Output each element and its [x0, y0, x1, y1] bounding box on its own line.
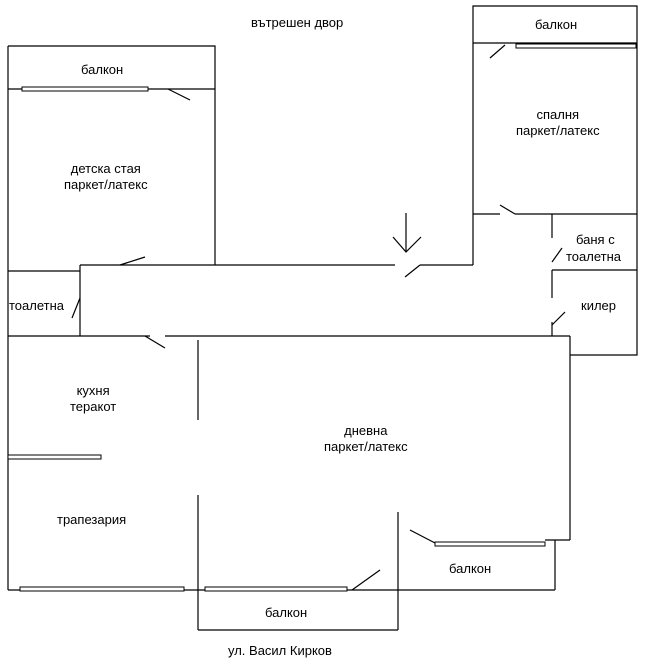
kids-room-floor: паркет/латекс — [64, 177, 148, 192]
walls — [8, 6, 637, 630]
kitchen-floor: теракот — [70, 399, 117, 414]
balcony-top-right-label: балкон — [535, 17, 578, 32]
bathroom-label: баня с тоалетна — [566, 231, 621, 265]
entrance-arrow — [393, 213, 421, 252]
courtyard-label: вътрешен двор — [251, 15, 344, 30]
bedroom-floor: паркет/латекс — [516, 123, 600, 138]
storage-label: килер — [581, 298, 616, 313]
windows — [8, 44, 636, 591]
street-label: ул. Васил Кирков — [228, 643, 332, 658]
living-room-name: дневна — [344, 423, 388, 438]
balcony-bottom-center-label: балкон — [265, 605, 308, 620]
bathroom-name-line1: баня с — [576, 232, 615, 247]
kids-room-name: детска стая — [70, 161, 141, 176]
kitchen-label: кухня теракот — [70, 383, 116, 415]
kitchen-name: кухня — [76, 383, 110, 398]
balcony-bottom-right-label: балкон — [449, 561, 492, 576]
dining-label: трапезария — [57, 512, 127, 527]
toilet-label: тоалетна — [9, 298, 65, 313]
kids-room-label: детска стая паркет/латекс — [64, 161, 148, 193]
living-room-floor: паркет/латекс — [324, 439, 408, 454]
bedroom-label: спалня паркет/латекс — [516, 107, 600, 139]
balcony-top-left-label: балкон — [81, 62, 124, 77]
bathroom-name-line2: тоалетна — [566, 249, 622, 264]
doors — [72, 45, 565, 590]
living-room-label: дневна паркет/латекс — [324, 423, 408, 455]
bedroom-name: спалня — [536, 107, 580, 122]
